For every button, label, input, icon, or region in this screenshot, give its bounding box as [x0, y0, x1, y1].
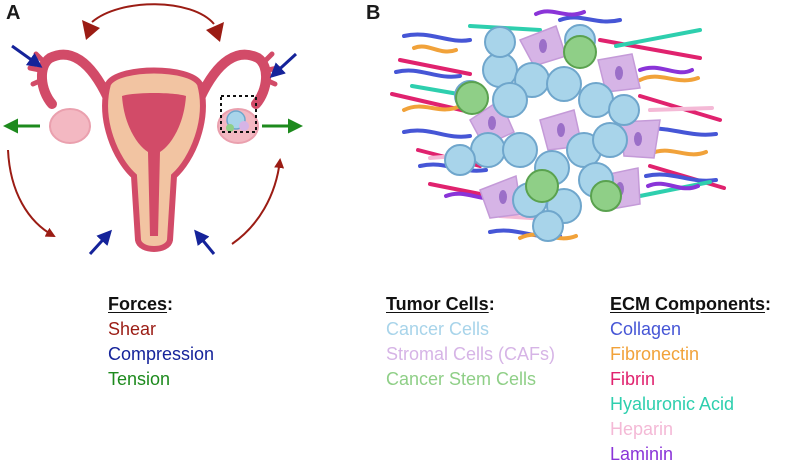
tumor-cells-legend: Tumor Cells: Cancer Cells Stromal Cells …: [386, 292, 555, 392]
legend-item-stromal-cells: Stromal Cells (CAFs): [386, 344, 556, 364]
ecm-legend-heading: ECM Components:: [610, 294, 771, 314]
legend-item-tension: Tension: [108, 369, 171, 389]
legend-item-cancer-stem-cells: Cancer Stem Cells: [386, 369, 537, 389]
legend-item-collagen: Collagen: [610, 319, 682, 339]
legend-item-laminin: Laminin: [610, 444, 674, 464]
legend-item-hyaluronic-acid: Hyaluronic Acid: [610, 394, 735, 414]
ecm-components-legend: ECM Components: Collagen Fibronectin Fib…: [610, 292, 771, 467]
legend-item-fibronectin: Fibronectin: [610, 344, 700, 364]
compression-arrows: [11, 44, 298, 256]
uterus-illustration: [27, 49, 281, 252]
figure-illustration: [2, 3, 726, 256]
forces-legend-heading: Forces:: [108, 294, 174, 314]
legend-item-cancer-cells: Cancer Cells: [386, 319, 490, 339]
legend-item-heparin: Heparin: [610, 419, 674, 439]
tumor-cell-cluster: [444, 24, 661, 242]
panel-a-label: A: [6, 2, 21, 24]
legend-item-shear: Shear: [108, 319, 157, 339]
tumor-cells-legend-heading: Tumor Cells:: [386, 294, 495, 314]
panel-b-label: B: [366, 2, 381, 24]
shear-arrows: [7, 3, 285, 245]
legend-item-compression: Compression: [108, 344, 215, 364]
legend-item-fibrin: Fibrin: [610, 369, 656, 389]
forces-legend: Forces: Shear Compression Tension: [108, 292, 214, 392]
